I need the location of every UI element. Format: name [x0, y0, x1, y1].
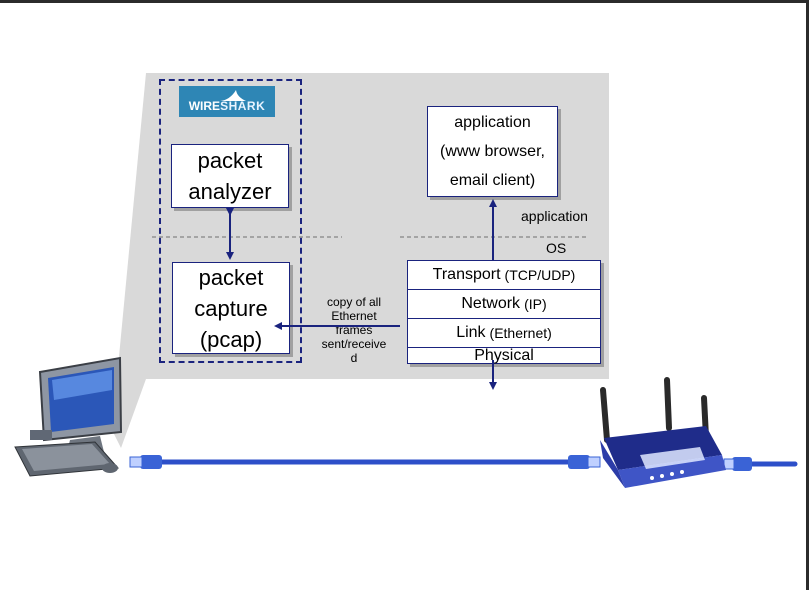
rj45-connector-left	[129, 455, 162, 469]
transport-layer-name: Transport	[432, 266, 501, 283]
link-layer-name: Link	[456, 324, 486, 341]
link-layer-detail: (Ethernet)	[489, 325, 552, 341]
packet-analyzer-box: packet analyzer	[171, 144, 289, 208]
copy-note-line-1: copy of all	[326, 295, 382, 309]
network-layer: Network (IP)	[408, 290, 600, 319]
application-box-line-1: application	[454, 114, 531, 131]
desktop-computer-icon	[14, 356, 123, 477]
transport-layer-detail: (TCP/UDP)	[504, 267, 576, 283]
packet-capture-box: packet capture (pcap)	[172, 262, 290, 354]
packet-analyzer-line-2: analyzer	[188, 179, 272, 204]
wireshark-logo-text-shark: SHARK	[220, 99, 266, 113]
rj45-connector-right	[568, 455, 601, 469]
network-layer-detail: (IP)	[524, 296, 547, 312]
copy-note-line-5: d	[350, 351, 358, 365]
network-layer-name: Network	[461, 295, 521, 312]
packet-capture-line-3: (pcap)	[199, 326, 263, 352]
packet-capture-line-2: capture	[194, 295, 268, 321]
application-layer-label: application	[521, 208, 588, 224]
copy-note-line-4: sent/receive	[321, 337, 387, 351]
application-box-line-3: email client)	[449, 172, 536, 189]
application-box-line-2: (www browser,	[440, 143, 545, 160]
link-layer: Link (Ethernet)	[408, 319, 600, 348]
wireless-router-icon	[600, 377, 726, 488]
os-protocol-stack: Transport (TCP/UDP) Network (IP) Link (E…	[407, 260, 601, 364]
transport-layer: Transport (TCP/UDP)	[408, 261, 600, 290]
packet-analyzer-line-1: packet	[197, 148, 263, 173]
packet-capture-line-1: packet	[198, 264, 264, 290]
shark-fin-icon	[220, 90, 246, 101]
window-right-border	[806, 0, 809, 590]
wireshark-boundary	[159, 79, 302, 363]
rj45-connector-router	[723, 457, 752, 471]
application-box: application (www browser, email client)	[427, 106, 558, 197]
physical-layer-name: Physical	[474, 347, 534, 364]
physical-layer: Physical	[408, 347, 600, 365]
wireshark-logo-text-wire: WIRE	[188, 99, 221, 113]
window-top-border	[0, 0, 809, 3]
os-label: OS	[546, 240, 567, 256]
copy-note-line-2: Ethernet	[331, 309, 377, 323]
